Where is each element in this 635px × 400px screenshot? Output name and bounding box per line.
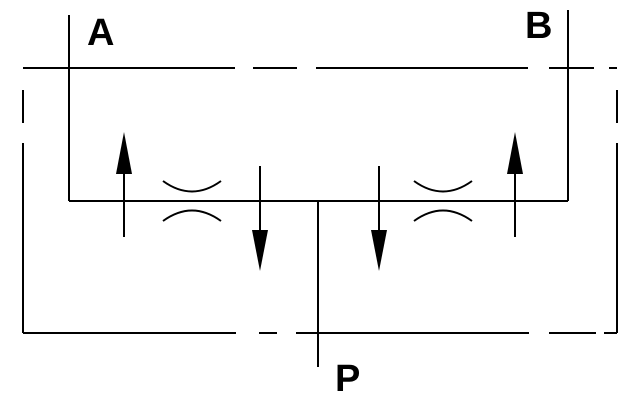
- arrow-down-left: [252, 166, 268, 271]
- arrow-up-right: [507, 132, 523, 237]
- valve-enclosure: [22, 67, 618, 334]
- right-restrictor-symbol: [413, 180, 473, 222]
- flow-lines: [68, 10, 569, 367]
- arrow-down-right: [371, 166, 387, 271]
- arrow-up-left: [116, 132, 132, 237]
- port-a-label: A: [87, 12, 114, 54]
- left-restrictor-symbol: [162, 180, 222, 222]
- port-p-label: P: [335, 358, 360, 400]
- port-b-label: B: [525, 5, 552, 47]
